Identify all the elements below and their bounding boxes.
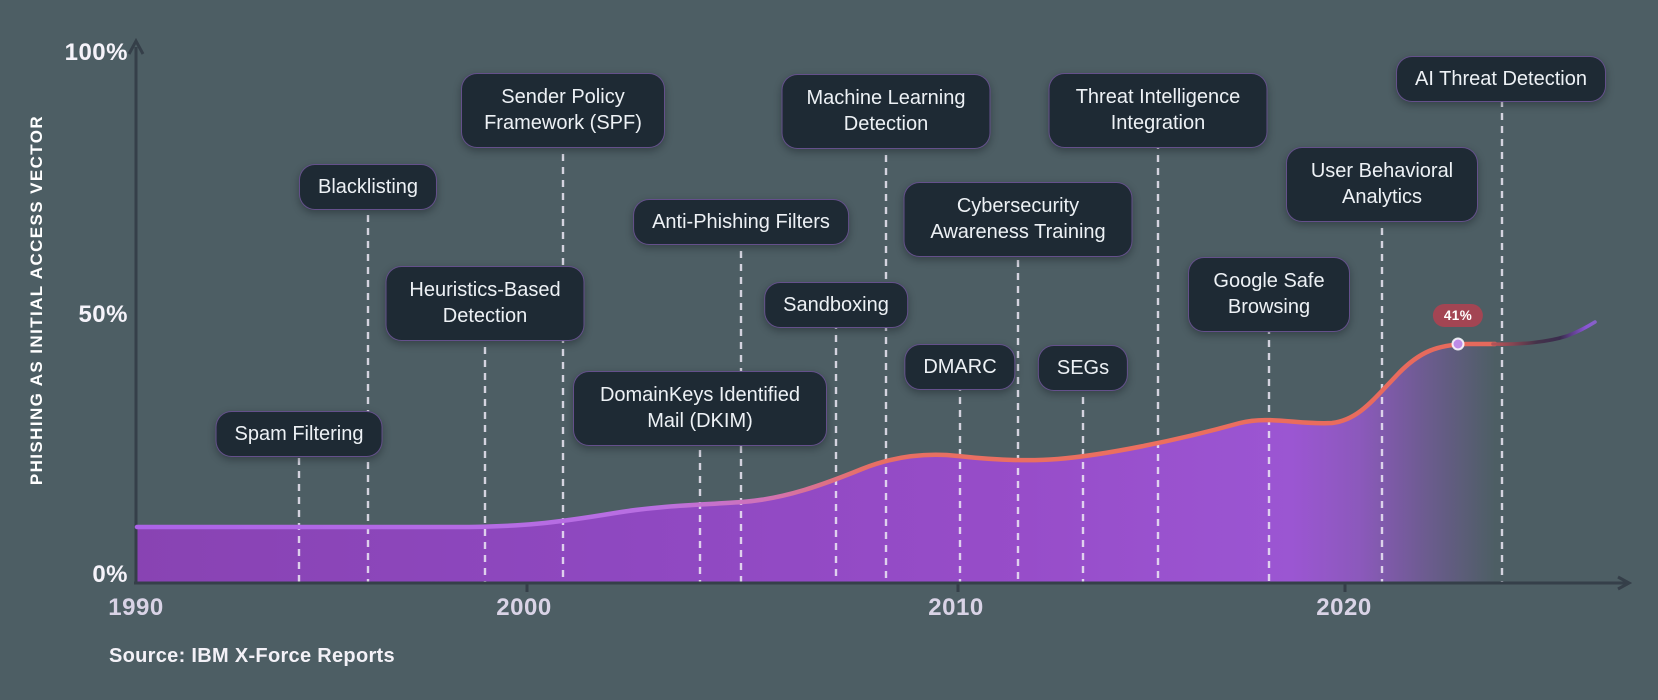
milestone-guide-lines <box>297 100 1504 583</box>
forecast-line <box>1491 320 1597 346</box>
y-tick-100: 100% <box>64 39 128 66</box>
milestone-google-safe-browsing: Google Safe Browsing <box>1188 257 1350 332</box>
milestone-ai-threat-detection: AI Threat Detection <box>1396 56 1606 103</box>
y-tick-0: 0% <box>92 561 128 588</box>
milestone-segs: SEGs <box>1037 345 1129 392</box>
milestone-anti-phishing-filters: Anti-Phishing Filters <box>633 199 849 246</box>
milestone-sandboxing: Sandboxing <box>764 282 908 329</box>
milestone-user-behavioral-analytics: User Behavioral Analytics <box>1286 147 1478 222</box>
x-tick-1990: 1990 <box>108 594 164 621</box>
current-value-badge: 41% <box>1432 304 1484 327</box>
milestone-spam-filtering: Spam Filtering <box>215 411 383 458</box>
x-axis <box>134 575 1633 592</box>
milestone-domainkeys-identified-mail: DomainKeys Identified Mail (DKIM) <box>573 371 827 446</box>
x-tick-2000: 2000 <box>496 594 552 621</box>
trend-line <box>134 341 1498 530</box>
current-value-dot <box>1451 337 1465 351</box>
source-note: Source: IBM X-Force Reports <box>109 645 395 667</box>
y-axis-title: PHISHING AS INITIAL ACCESS VECTOR <box>27 114 46 486</box>
milestone-sender-policy-framework: Sender Policy Framework (SPF) <box>461 73 665 148</box>
milestone-heuristics-based-detection: Heuristics-Based Detection <box>385 266 585 341</box>
x-tick-2020: 2020 <box>1316 594 1372 621</box>
x-tick-2010: 2010 <box>928 594 984 621</box>
area-series <box>137 344 1495 583</box>
y-axis <box>127 37 145 583</box>
milestone-threat-intelligence-integration: Threat Intelligence Integration <box>1048 73 1268 148</box>
y-tick-50: 50% <box>78 301 128 328</box>
milestone-blacklisting: Blacklisting <box>298 164 438 211</box>
milestone-machine-learning-detection: Machine Learning Detection <box>781 74 991 149</box>
milestone-dmarc: DMARC <box>904 344 1016 391</box>
milestone-cybersecurity-awareness-training: Cybersecurity Awareness Training <box>903 182 1133 257</box>
